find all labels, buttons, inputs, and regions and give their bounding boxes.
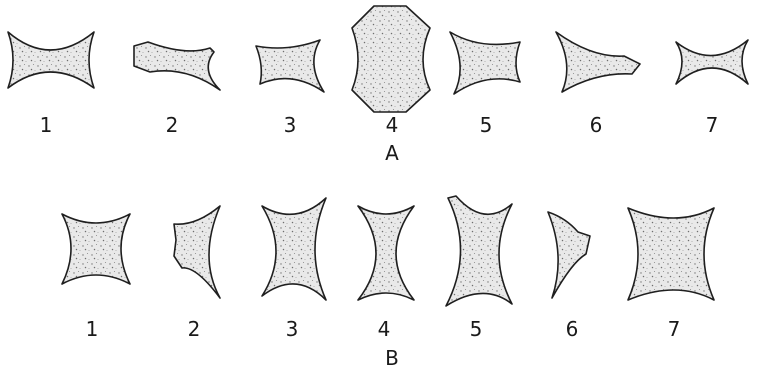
- row-b: [62, 196, 714, 306]
- row-b-number-2: 2: [188, 317, 201, 341]
- row-b-label: B: [385, 346, 399, 370]
- row-b-shape-2: [174, 206, 220, 298]
- row-a-shape-3: [256, 40, 324, 92]
- row-a-number-4: 4: [386, 113, 399, 137]
- row-a-shape-2: [134, 42, 220, 90]
- row-a-number-7: 7: [706, 113, 719, 137]
- row-b-number-6: 6: [566, 317, 579, 341]
- row-b-shape-3: [262, 198, 326, 300]
- row-b-numbers: 1 2 3 4 5 6 7: [86, 317, 681, 341]
- row-a-shape-1: [8, 32, 94, 88]
- row-b-shape-1: [62, 214, 130, 284]
- row-a-number-5: 5: [480, 113, 493, 137]
- row-a-shape-4: [352, 6, 430, 112]
- row-b-shape-4: [358, 206, 414, 300]
- row-a-shape-5: [450, 32, 520, 94]
- row-a-numbers: 1 2 3 4 5 6 7: [40, 113, 719, 137]
- row-a-number-3: 3: [284, 113, 297, 137]
- row-b-shape-5: [446, 196, 512, 306]
- row-a-shape-7: [676, 40, 748, 84]
- row-a-shape-6: [556, 32, 640, 92]
- row-a-number-2: 2: [166, 113, 179, 137]
- row-a-label: A: [385, 141, 399, 165]
- row-b-number-3: 3: [286, 317, 299, 341]
- row-b-number-4: 4: [378, 317, 391, 341]
- row-a-number-6: 6: [590, 113, 603, 137]
- row-a-number-1: 1: [40, 113, 53, 137]
- row-b-number-1: 1: [86, 317, 99, 341]
- row-b-shape-6: [548, 212, 590, 298]
- row-b-number-7: 7: [668, 317, 681, 341]
- row-b-shape-7: [628, 208, 714, 300]
- row-b-number-5: 5: [470, 317, 483, 341]
- row-a: [8, 6, 748, 112]
